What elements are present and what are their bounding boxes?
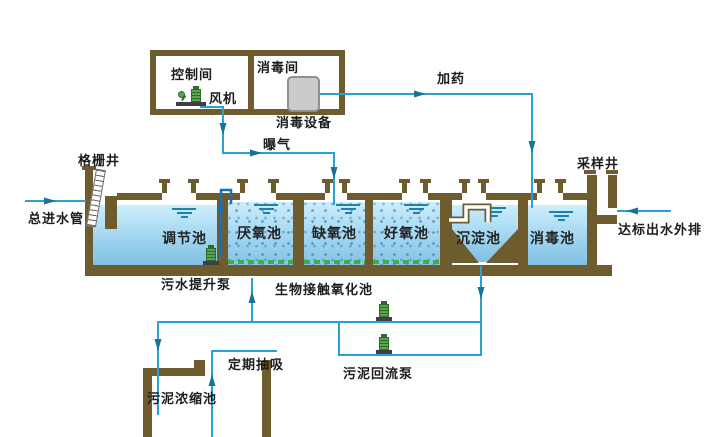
anoxic-tank-label: 缺氧池 [312,226,357,242]
grid-well-right-wall [105,196,117,229]
sludge-tank-top-slab [143,368,200,376]
aerobic-tank-label: 好氧池 [384,226,429,242]
top-slab [276,193,293,200]
disinfection-equipment-box [287,76,320,112]
top-slab [563,193,587,200]
wall-regulating-anaerobic [217,193,228,265]
sewage-lift-pump-label: 污水提升泵 [161,278,232,293]
sludge-tank-left-wall [143,368,152,437]
sedimentation-tank-label: 沉淀池 [456,231,501,247]
wall-anoxic-aerobic [365,193,373,265]
sludge-return-pump-icon [376,301,392,323]
blower-cap [193,86,199,90]
wall-sedimentation-disinfection [518,193,528,265]
control-room-label: 控制间 [171,68,214,83]
anaerobic-tank-label: 厌氧池 [237,226,282,242]
wall-anaerobic-anoxic [293,193,304,265]
fan-label: 风机 [209,92,238,107]
top-slab [347,193,365,200]
grid-well-label: 格栅井 [78,154,121,169]
periodic-suction-label: 定期抽吸 [228,358,285,373]
water-surface-icon [549,211,573,221]
water-surface-icon [404,204,428,214]
bio-contact-oxidation-label: 生物接触氧化池 [275,283,374,298]
sampling-well-step [587,215,617,224]
water-surface-icon [336,204,360,214]
blower-ball [178,91,185,98]
blower-base [176,102,206,106]
sampling-well-label: 采样井 [577,157,620,172]
disinfection-equipment-label: 消毒设备 [276,116,333,131]
sludge-return-pump-label: 污泥回流泵 [343,367,414,382]
outlet-discharge-label: 达标出水外排 [618,223,703,238]
sludge-tank-lip [194,360,205,376]
sludge-thickening-tank-label: 污泥浓缩池 [147,392,218,407]
dosing-label: 加药 [437,72,466,87]
aeration-label: 曝气 [263,138,292,153]
water-surface-icon [482,207,506,217]
blower-icon [176,86,206,108]
disinfection-room-label: 消毒间 [257,61,300,76]
top-slab [304,193,325,200]
room-divider-wall [248,56,254,109]
top-slab [452,193,462,200]
top-slab [373,193,402,200]
top-slab [228,193,240,200]
sampling-well-right-wall [608,175,617,208]
wall-aerobic-sedimentation [440,193,452,265]
top-slab [486,193,518,200]
top-slab [117,193,162,200]
sewage-lift-pump-icon [203,245,219,267]
top-slab [196,193,217,200]
water-surface-icon [172,208,196,218]
tank-bottom-slab [85,265,612,276]
grid-well-cap [82,166,96,170]
disinfection-tank-label: 消毒池 [530,231,575,247]
sludge-return-pump-icon [376,334,392,356]
regulating-tank-label: 调节池 [162,231,207,247]
sludge-tank-right-wall [262,360,271,437]
water-surface-icon [254,204,278,214]
blower-body [191,89,201,102]
main-inlet-label: 总进水管 [28,212,85,227]
top-slab [428,193,440,200]
